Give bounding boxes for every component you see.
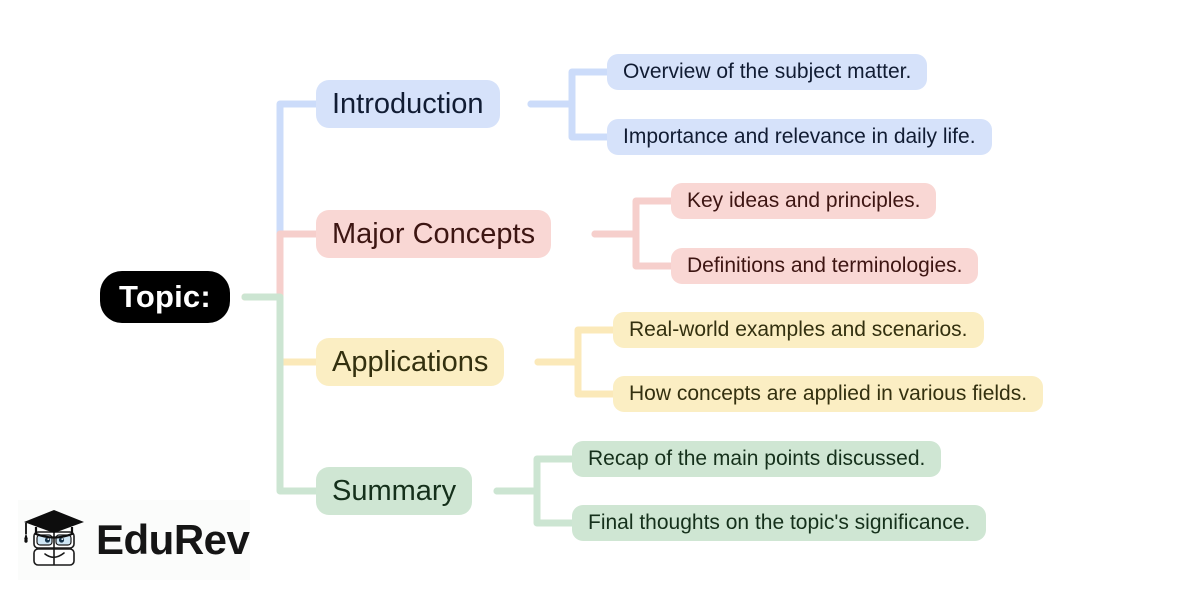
leaf-node-label: Final thoughts on the topic's significan…: [588, 511, 971, 534]
branch-node-introduction[interactable]: Introduction: [316, 80, 500, 128]
link-root-introduction: [241, 100, 324, 301]
link-root-summary: [241, 293, 324, 495]
leaf-node-introduction-2[interactable]: Importance and relevance in daily life.: [607, 119, 992, 155]
leaf-node-label: Importance and relevance in daily life.: [623, 125, 976, 148]
leaf-node-summary-1[interactable]: Recap of the main points discussed.: [572, 441, 942, 477]
branch-node-applications[interactable]: Applications: [316, 338, 505, 386]
root-node-topic[interactable]: Topic:: [100, 271, 230, 323]
link-summary-child-2: [493, 487, 577, 527]
leaf-node-introduction-1[interactable]: Overview of the subject matter.: [607, 54, 928, 90]
branch-node-label: Summary: [332, 474, 457, 507]
link-introduction-child-1: [527, 68, 612, 108]
leaf-node-major-concepts-2[interactable]: Definitions and terminologies.: [671, 248, 979, 284]
link-root-applications: [241, 293, 324, 366]
leaf-node-label: Definitions and terminologies.: [687, 254, 963, 277]
link-applications-child-1: [534, 326, 618, 366]
link-major-concepts-child-2: [591, 230, 676, 270]
leaf-node-applications-2[interactable]: How concepts are applied in various fiel…: [613, 376, 1044, 412]
edurev-wordmark: EduRev: [96, 516, 250, 563]
branch-node-summary[interactable]: Summary: [316, 467, 473, 515]
link-root-major-concepts: [241, 230, 324, 301]
link-major-concepts-child-1: [591, 197, 676, 238]
root-node-label: Topic:: [119, 279, 211, 314]
leaf-node-applications-1[interactable]: Real-world examples and scenarios.: [613, 312, 984, 348]
link-applications-child-2: [534, 358, 618, 398]
leaf-node-major-concepts-1[interactable]: Key ideas and principles.: [671, 183, 937, 219]
branch-node-label: Applications: [332, 345, 489, 378]
leaf-node-label: Real-world examples and scenarios.: [629, 318, 968, 341]
branch-node-label: Major Concepts: [332, 217, 536, 250]
graduation-cap-book-mascot-icon: [24, 510, 84, 566]
leaf-node-label: How concepts are applied in various fiel…: [629, 382, 1028, 405]
branch-node-label: Introduction: [332, 87, 484, 120]
link-introduction-child-2: [527, 100, 612, 141]
leaf-node-label: Overview of the subject matter.: [623, 60, 912, 83]
leaf-node-label: Key ideas and principles.: [687, 189, 921, 212]
leaf-node-label: Recap of the main points discussed.: [588, 447, 926, 470]
link-summary-child-1: [493, 455, 577, 495]
leaf-node-summary-2[interactable]: Final thoughts on the topic's significan…: [572, 505, 987, 541]
edurev-logo: EduRev: [18, 500, 250, 580]
branch-node-major-concepts[interactable]: Major Concepts: [316, 210, 552, 258]
